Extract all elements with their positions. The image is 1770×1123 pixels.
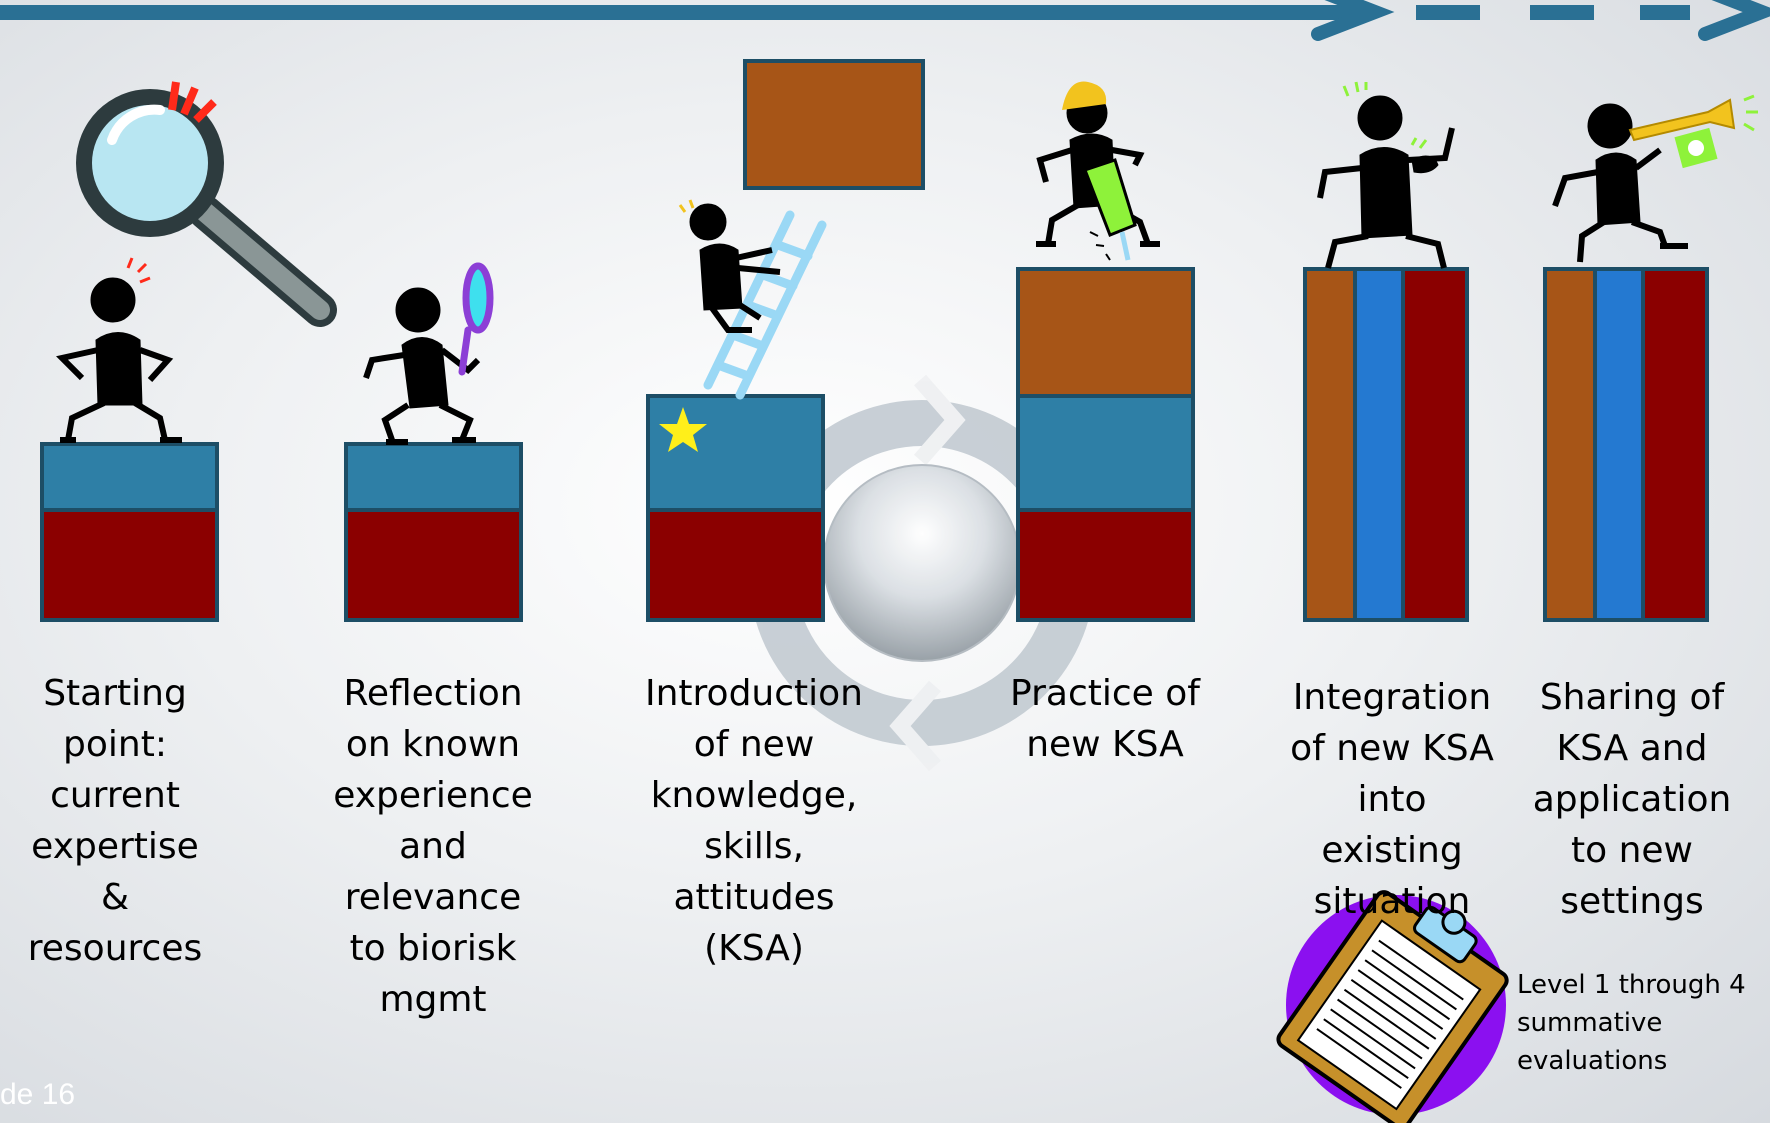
evaluation-note: Level 1 through 4 summative evaluations xyxy=(1517,970,1746,1076)
stage-1-column xyxy=(40,442,219,622)
star-icon xyxy=(659,407,707,452)
trumpet-icon xyxy=(1628,94,1758,169)
stick-figure-5 xyxy=(1317,81,1455,269)
stick-figure-4 xyxy=(1036,81,1160,247)
stage-3-column xyxy=(646,394,825,622)
jackhammer-icon xyxy=(1083,158,1137,261)
stage-2-label: Reflection on known experience and relev… xyxy=(333,673,533,1020)
clipboard-icon xyxy=(1276,890,1509,1123)
stage-6-label: Sharing of KSA and application to new se… xyxy=(1532,677,1732,922)
magnifying-glass-icon xyxy=(76,81,337,327)
stage-5-label: Integration of new KSA into existing sit… xyxy=(1290,677,1494,922)
slide-number: de 16 xyxy=(0,1078,76,1111)
stage-4-label: Practice of new KSA xyxy=(1010,673,1200,765)
stage-2-column xyxy=(344,442,523,622)
stick-figure-2 xyxy=(363,287,481,445)
ladder-icon xyxy=(703,210,827,400)
stage-3-floating-block xyxy=(743,59,925,190)
stick-figure-6 xyxy=(1552,103,1688,263)
small-magnifier-icon xyxy=(458,262,494,376)
progress-arrow xyxy=(0,0,1770,41)
stage-1-label: Starting point: current expertise & reso… xyxy=(27,673,203,969)
stage-4-column xyxy=(1016,267,1195,622)
stick-figure-3 xyxy=(678,199,781,333)
stage-5-column xyxy=(1303,267,1469,622)
stick-figure-1 xyxy=(56,257,182,443)
stage-6-column xyxy=(1543,267,1709,622)
stage-3-label: Introduction of new knowledge, skills, a… xyxy=(644,673,863,969)
